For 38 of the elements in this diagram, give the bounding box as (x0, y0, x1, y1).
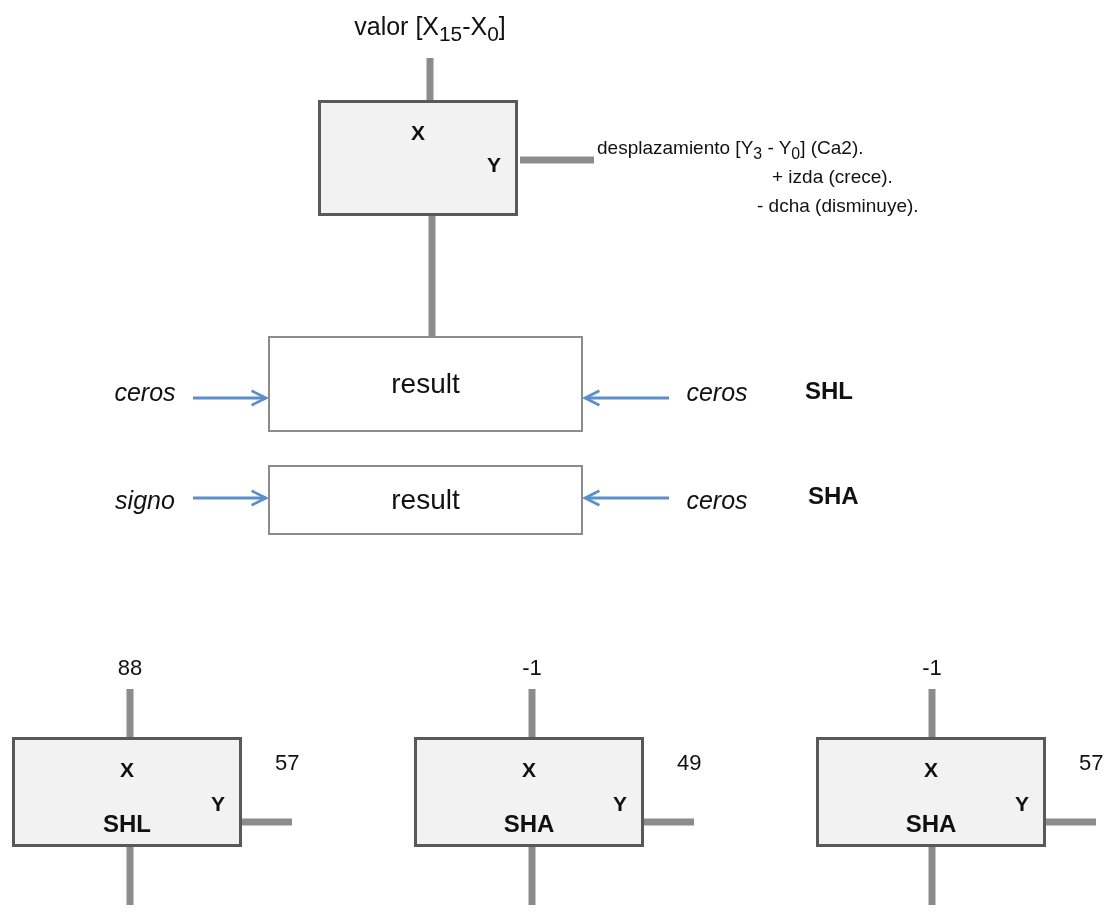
port-label: X (521, 758, 537, 782)
signal-line (428, 216, 436, 336)
operation-label: SHA (904, 810, 958, 838)
operation-label: SHL (805, 377, 853, 405)
signal-label: valor [X$_{15}$-X$_{0}$] (300, 2, 560, 50)
port-label: Y (613, 792, 627, 816)
value-label: 57 (275, 750, 300, 776)
port-label: Y (1015, 792, 1029, 816)
port-label: Y (211, 792, 225, 816)
result-register: result (268, 465, 583, 535)
value-label: 49 (677, 750, 702, 776)
port-label: Y (487, 153, 501, 177)
port-label: X (923, 758, 939, 782)
value-label: 57 (1079, 750, 1104, 776)
arrow (583, 389, 669, 407)
shifter-block (12, 737, 242, 847)
operation-label: SHL (102, 810, 152, 838)
note-text: desplazamiento [Y$_{3}$ - Y$_{0}$] (Ca2). (597, 137, 864, 163)
result-register: result (268, 336, 583, 432)
shifter-block (318, 100, 518, 216)
operation-label: SHA (502, 810, 556, 838)
port-label: X (410, 121, 426, 145)
signal-label: ceros (100, 372, 190, 412)
signal-label: -1 (902, 650, 962, 686)
operation-label: SHA (808, 482, 859, 510)
note-text: - dcha (disminuye). (757, 195, 919, 217)
shifter-block (816, 737, 1046, 847)
arrow (583, 489, 669, 507)
signal-label: -1 (502, 650, 562, 686)
signal-label: signo (100, 480, 190, 520)
signal-label: 88 (100, 650, 160, 686)
shifter-block (414, 737, 644, 847)
note-text: + izda (crece). (772, 166, 893, 188)
signal-label: ceros (672, 372, 762, 412)
signal-label: ceros (672, 480, 762, 520)
port-label: X (119, 758, 135, 782)
arrow (193, 489, 268, 507)
arrow (193, 389, 268, 407)
